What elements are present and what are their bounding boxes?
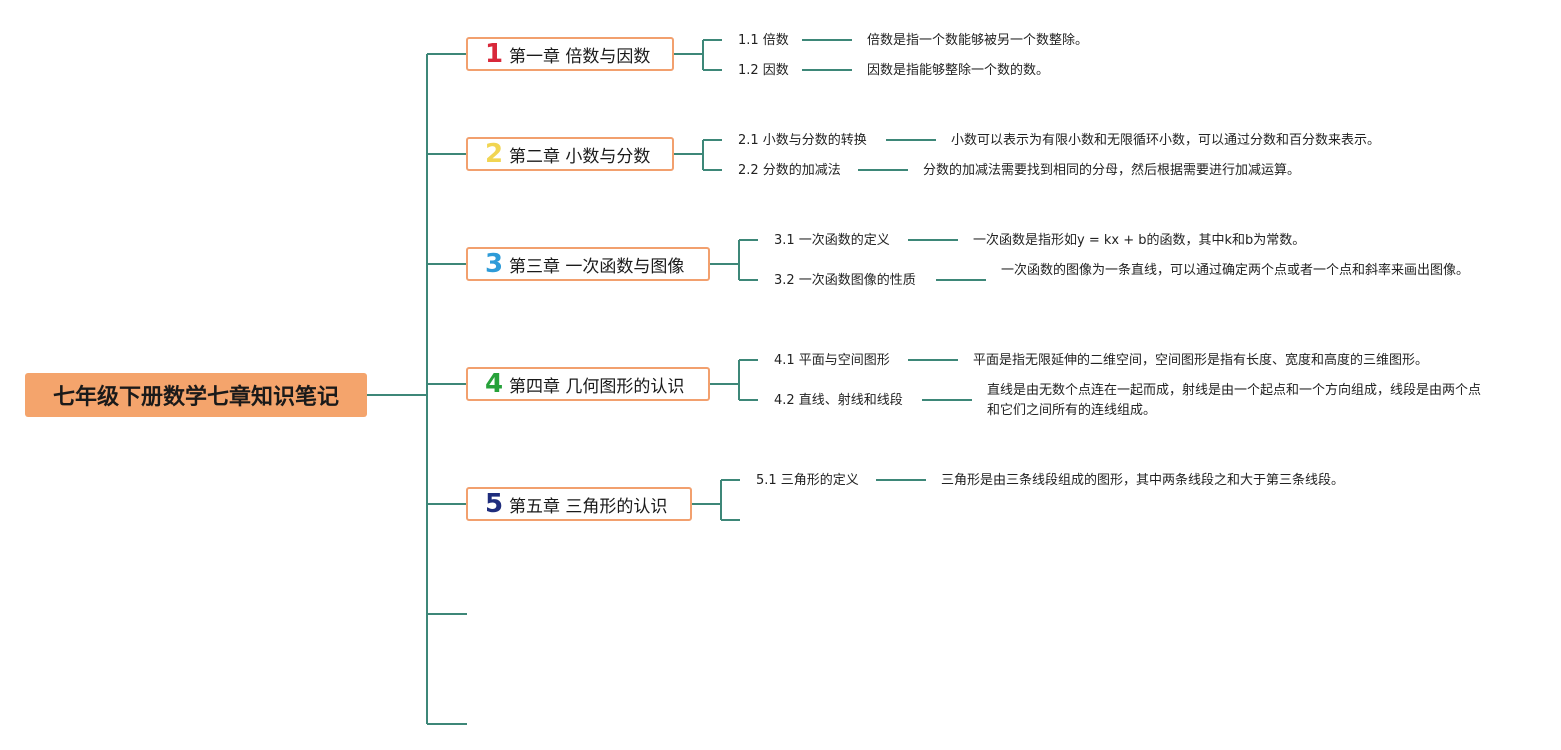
- topic-1-1[interactable]: 1.1 倍数: [738, 33, 789, 48]
- topic-2-2-description: 分数的加减法需要找到相同的分母，然后根据需要进行加减运算。: [923, 163, 1301, 178]
- topic-5-1[interactable]: 5.1 三角形的定义: [756, 473, 859, 488]
- chapter-label: 第一章 倍数与因数: [509, 46, 651, 67]
- chapter-label: 第三章 一次函数与图像: [509, 256, 685, 277]
- topic-5-1-description: 三角形是由三条线段组成的图形，其中两条线段之和大于第三条线段。: [941, 473, 1345, 488]
- chapter-label: 第四章 几何图形的认识: [509, 376, 685, 397]
- chapter-node-5[interactable]: 5 第五章 三角形的认识: [466, 487, 692, 521]
- number-3-icon: 3: [485, 249, 504, 279]
- chapter-node-1[interactable]: 1 第一章 倍数与因数: [466, 37, 674, 71]
- topic-4-2-description: 直线是由无数个点连在一起而成，射线是由一个起点和一个方向组成，线段是由两个点和它…: [987, 383, 1482, 418]
- topic-1-1-description: 倍数是指一个数能够被另一个数整除。: [867, 33, 1089, 48]
- chapter-label: 第五章 三角形的认识: [509, 496, 668, 517]
- topic-2-1-description: 小数可以表示为有限小数和无限循环小数，可以通过分数和百分数来表示。: [951, 133, 1381, 148]
- chapter-label: 第二章 小数与分数: [509, 146, 651, 167]
- topic-4-1[interactable]: 4.1 平面与空间图形: [774, 353, 890, 368]
- topic-4-1-description: 平面是指无限延伸的二维空间，空间图形是指有长度、宽度和高度的三维图形。: [973, 353, 1429, 368]
- chapter-node-2[interactable]: 2 第二章 小数与分数: [466, 137, 674, 171]
- root-node[interactable]: 七年级下册数学七章知识笔记: [25, 373, 367, 417]
- number-2-icon: 2: [485, 139, 504, 169]
- chapter-node-3[interactable]: 3 第三章 一次函数与图像: [466, 247, 710, 281]
- number-5-icon: 5: [485, 489, 504, 519]
- topic-4-2[interactable]: 4.2 直线、射线和线段: [774, 393, 903, 408]
- topic-3-2-description: 一次函数的图像为一条直线，可以通过确定两个点或者一个点和斜率来画出图像。: [1001, 263, 1470, 278]
- topic-3-1-description: 一次函数是指形如y = kx + b的函数，其中k和b为常数。: [973, 233, 1306, 248]
- chapter-node-4[interactable]: 4 第四章 几何图形的认识: [466, 367, 710, 401]
- topic-2-1[interactable]: 2.1 小数与分数的转换: [738, 133, 867, 148]
- topic-3-1[interactable]: 3.1 一次函数的定义: [774, 233, 890, 248]
- topic-2-2[interactable]: 2.2 分数的加减法: [738, 163, 841, 178]
- topic-1-2[interactable]: 1.2 因数: [738, 63, 789, 78]
- number-4-icon: 4: [485, 369, 504, 399]
- topic-1-2-description: 因数是指能够整除一个数的数。: [867, 63, 1050, 78]
- topic-3-2[interactable]: 3.2 一次函数图像的性质: [774, 273, 916, 288]
- number-1-icon: 1: [485, 39, 504, 69]
